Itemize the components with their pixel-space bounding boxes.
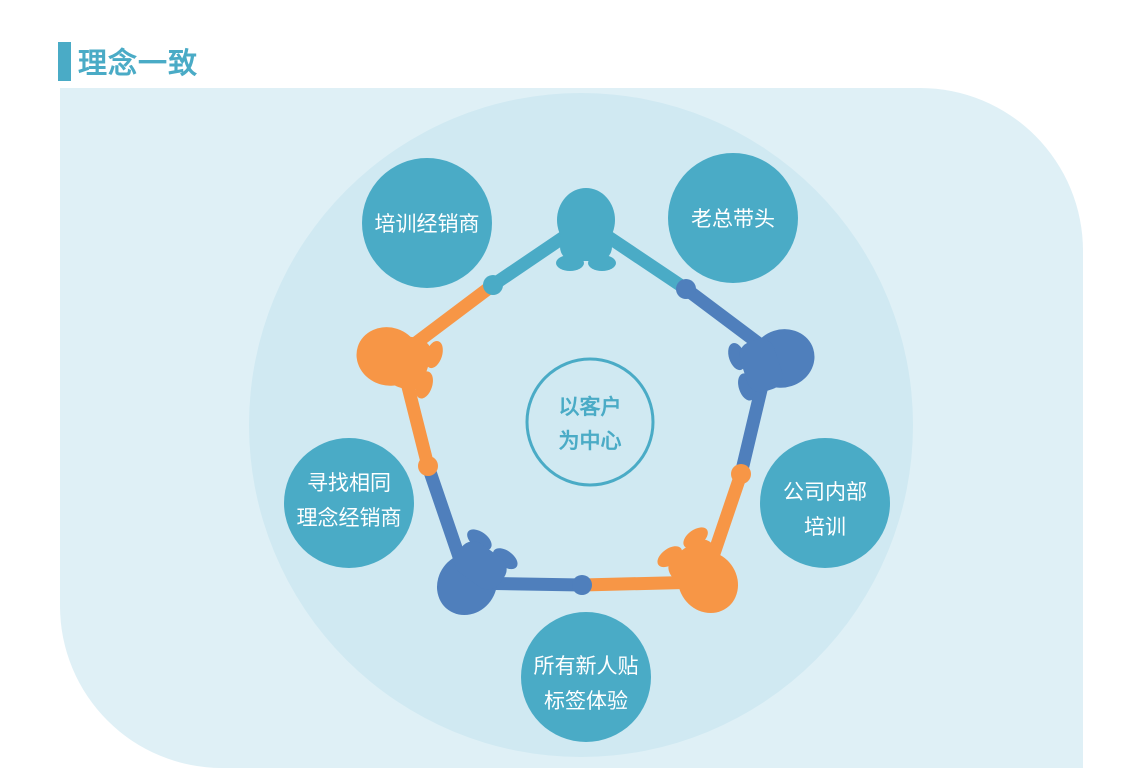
center-circle (525, 357, 655, 487)
step-newcomer-experience: 所有新人贴 标签体验 (521, 612, 651, 742)
page-title: 理念一致 (78, 46, 199, 80)
step-label: 培训经销商 (375, 212, 480, 236)
person-figure-icon (728, 329, 815, 401)
center-line-1: 以客户 (559, 395, 622, 419)
hand-joint (731, 464, 751, 484)
hand-joint (418, 456, 438, 476)
step-boss-leads: 老总带头 (668, 153, 798, 283)
hand-joint (483, 275, 503, 295)
step-internal-training: 公司内部 培训 (760, 438, 890, 568)
person-figure-icon (556, 188, 616, 271)
step-train-dealers: 培训经销商 (362, 158, 492, 288)
step-label: 公司内部 (783, 480, 867, 504)
person-figure-icon (356, 327, 443, 399)
step-label: 老总带头 (691, 207, 775, 231)
center-line-2: 为中心 (559, 429, 622, 453)
step-find-like-minded-dealers: 寻找相同 理念经销商 (284, 438, 414, 568)
step-label: 培训 (804, 515, 846, 539)
person-figure-icon (436, 529, 518, 616)
hand-joint (676, 279, 696, 299)
person-figure-icon (657, 527, 739, 614)
title-accent-bar (58, 42, 71, 81)
hand-joint (572, 575, 592, 595)
step-label: 所有新人贴 (534, 654, 639, 678)
step-label: 理念经销商 (297, 506, 402, 530)
step-label: 寻找相同 (307, 471, 391, 495)
step-label: 标签体验 (544, 689, 628, 713)
